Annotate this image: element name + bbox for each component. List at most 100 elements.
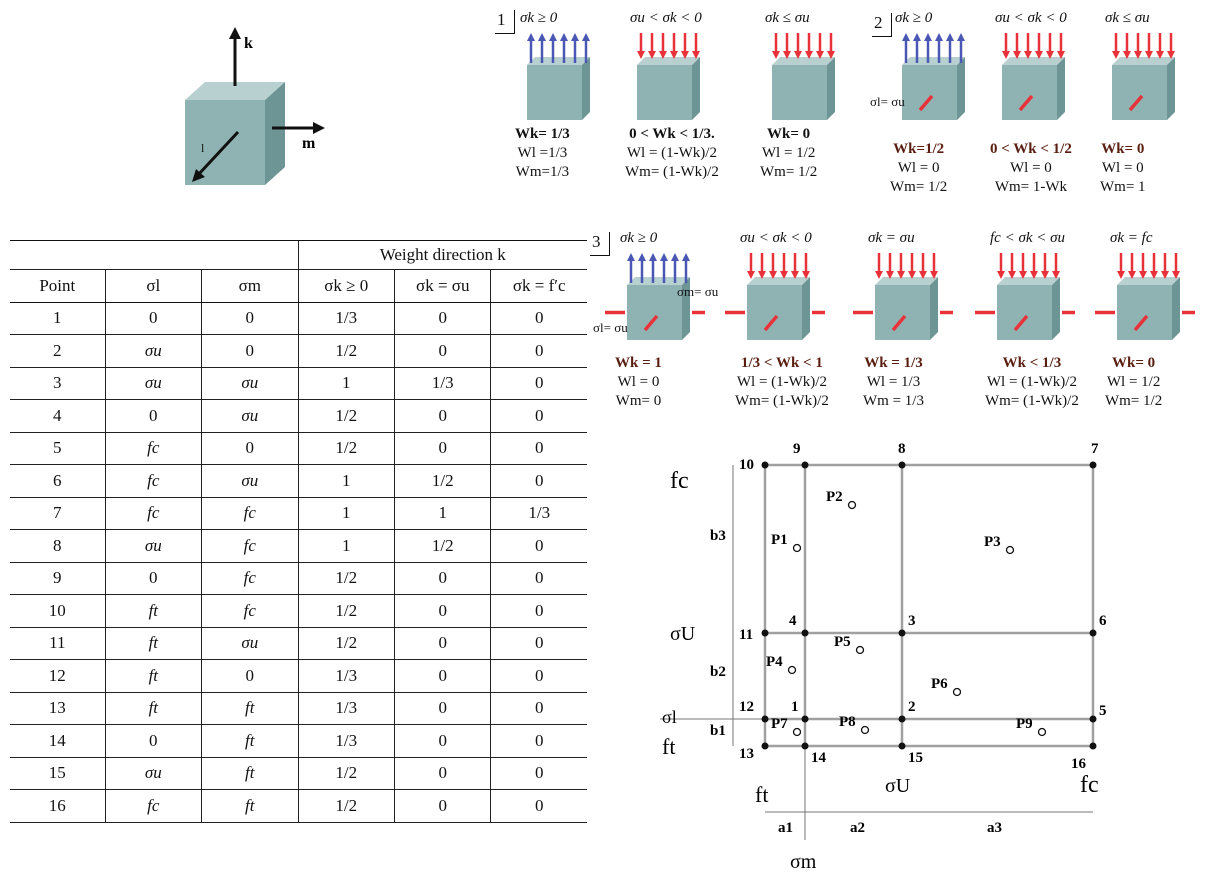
table-cell: σu [104, 334, 202, 368]
cube-front [902, 65, 957, 120]
compression-arrowhead [1134, 51, 1142, 59]
weight-wl: Wl =1/3 [517, 145, 568, 161]
tension-arrowhead [538, 33, 546, 41]
table-cell: 0 [490, 302, 587, 335]
table-cell: 1 [297, 529, 395, 563]
table-cell: σu [201, 367, 299, 400]
table-cell: ft [201, 757, 299, 790]
compression-arrowhead [1123, 51, 1131, 59]
table-cell: 0 [104, 399, 202, 433]
compression-arrowhead [930, 271, 938, 279]
grid-node-label: 5 [1099, 703, 1107, 719]
table-cell: 0 [393, 562, 491, 595]
axes-cube-top [185, 82, 285, 100]
table-cell: 0 [393, 757, 491, 790]
cube-side [1052, 277, 1060, 340]
case-condition: σu < σk < 0 [740, 230, 812, 246]
l-compression-arrow [1133, 314, 1149, 332]
table-cell: 8 [10, 529, 106, 563]
l-compression-arrow [643, 314, 659, 332]
table-cell: fc [104, 464, 202, 498]
weight-wl: Wl = (1-Wk)/2 [626, 145, 717, 161]
y-axis-label: σU [670, 623, 696, 645]
load-case-cube [1002, 33, 1065, 120]
cube-side [930, 277, 938, 340]
table-cell: 7 [10, 497, 106, 530]
tension-arrowhead [660, 253, 668, 261]
region-point-label: P6 [931, 676, 948, 692]
grid-node [801, 461, 809, 469]
grid-node [761, 742, 769, 750]
compression-arrowhead [816, 51, 824, 59]
panel-number-label: 2 [872, 13, 892, 37]
table-cell: 0 [490, 562, 587, 595]
load-case-cube [975, 253, 1075, 340]
cube-side [957, 57, 965, 120]
tension-arrowhead [946, 33, 954, 41]
l-compression-arrow [1128, 94, 1144, 112]
compression-arrowhead [805, 51, 813, 59]
weight-wk: 0 < Wk < 1/2 [990, 141, 1072, 157]
table-cell: fc [201, 497, 299, 530]
y-axis-label: σl [662, 707, 677, 727]
table-cell: 0 [490, 367, 587, 400]
case-condition: σk = σu [868, 230, 915, 246]
table-cell: fc [104, 432, 202, 465]
table-cell: 1/2 [297, 399, 395, 433]
weight-wk: Wk= 0 [767, 126, 811, 142]
weight-wm: Wm= 1/2 [890, 179, 948, 195]
weight-wk: Wk = 1/3 [864, 355, 923, 371]
grid-node [898, 461, 906, 469]
cube-front [747, 285, 802, 340]
table-cell: 1/3 [297, 302, 395, 335]
a-span-label: a2 [850, 820, 865, 836]
weight-direction-header: Weight direction k [297, 240, 587, 270]
table-cell: 0 [490, 432, 587, 465]
l-compression-arrow [1013, 314, 1029, 332]
grid-node-label: 7 [1091, 441, 1099, 457]
table-cell: 5 [10, 432, 106, 465]
tension-arrowhead [571, 33, 579, 41]
weight-wm: Wm= 0 [615, 393, 662, 409]
table-cell: σu [201, 627, 299, 660]
table-cell: 0 [490, 464, 587, 498]
table-cell: 0 [490, 789, 587, 823]
tension-arrowhead [649, 253, 657, 261]
compression-arrowhead [692, 51, 700, 59]
grid-node [801, 742, 809, 750]
panel-number-label: 3 [590, 232, 610, 256]
weight-wm: Wm=1/3 [515, 164, 570, 180]
region-point-label: P1 [771, 532, 788, 548]
table-cell: fc [201, 562, 299, 595]
table-cell: 0 [104, 724, 202, 758]
compression-arrowhead [1046, 51, 1054, 59]
table-cell: 0 [393, 789, 491, 823]
table-cell: 0 [393, 302, 491, 335]
tension-arrowhead [560, 33, 568, 41]
compression-arrowhead [886, 271, 894, 279]
weight-wm: Wm= 1/2 [760, 164, 818, 180]
tension-arrowhead [913, 33, 921, 41]
cube-front [772, 65, 827, 120]
table-cell: 0 [490, 529, 587, 563]
axes-cube-side [265, 82, 285, 185]
table-cell: 1 [297, 497, 395, 530]
grid-node-label: 2 [908, 699, 916, 715]
table-cell: 1/3 [490, 497, 587, 530]
grid-node-label: 4 [789, 613, 797, 629]
region-point-label: P9 [1016, 716, 1033, 732]
sigma-m-axis-label: σm [790, 851, 817, 873]
weight-wk: Wk= 0 [1101, 141, 1145, 157]
compression-arrowhead [659, 51, 667, 59]
table-cell: 15 [10, 757, 106, 790]
col-header-k-sigma-u: σk = σu [393, 269, 491, 303]
